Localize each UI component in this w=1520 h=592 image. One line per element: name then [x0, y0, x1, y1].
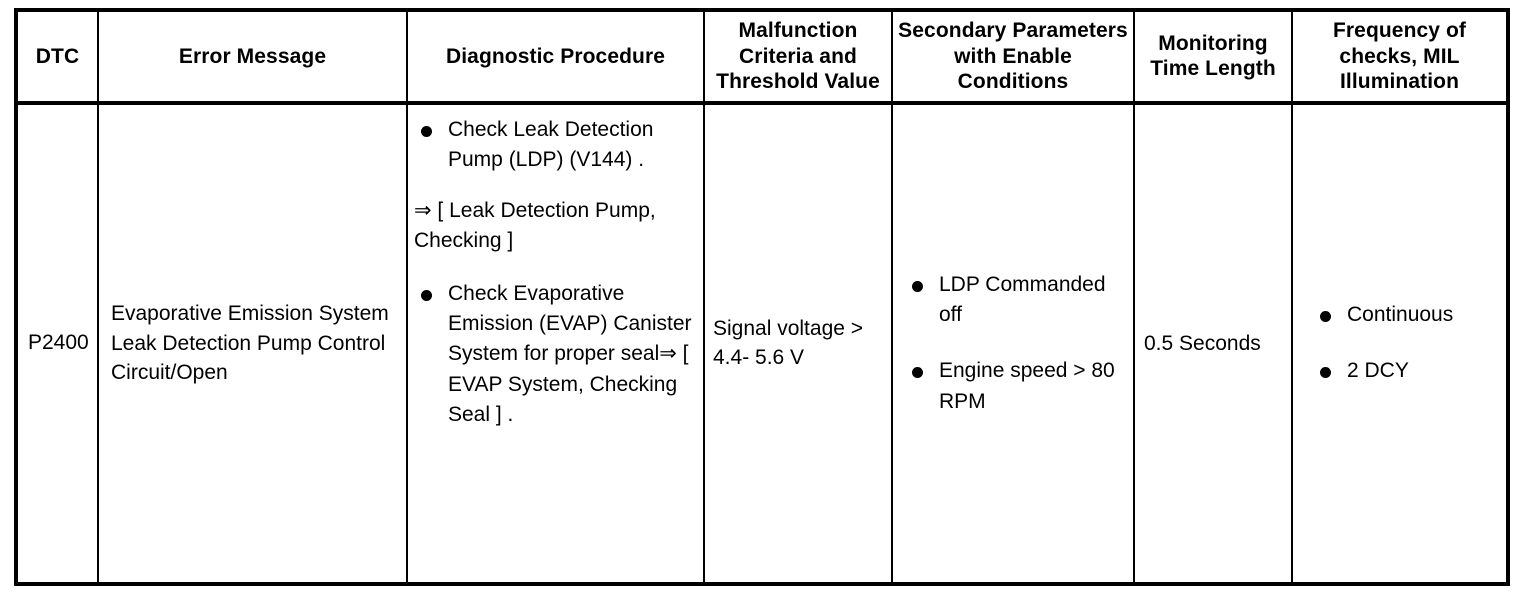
column-header-dtc: DTC	[15, 9, 99, 105]
list-item: Check Leak Detection Pump (LDP) (V144) .	[414, 115, 697, 176]
diagnostic-bullet-list-second: Check Evaporative Emission (EVAP) Canist…	[414, 279, 697, 431]
diagnostic-bullet-list-first: Check Leak Detection Pump (LDP) (V144) .	[414, 115, 697, 176]
list-item: 2 DCY	[1313, 356, 1500, 386]
column-header-diagnostic-procedure: Diagnostic Procedure	[406, 9, 705, 105]
secondary-parameters-list: LDP Commanded off Engine speed > 80 RPM	[905, 270, 1127, 418]
column-header-secondary-parameters: Secondary Parameters with Enable Conditi…	[891, 9, 1135, 105]
column-header-monitoring-time-length: Monitoring Time Length	[1133, 9, 1293, 105]
cell-diagnostic-procedure: Check Leak Detection Pump (LDP) (V144) .…	[406, 101, 705, 586]
frequency-of-checks-list: Continuous 2 DCY	[1313, 300, 1500, 387]
list-item: Check Evaporative Emission (EVAP) Canist…	[414, 279, 697, 431]
cell-malfunction-criteria: Signal voltage > 4.4- 5.6 V	[703, 101, 893, 586]
cell-frequency-of-checks: Continuous 2 DCY	[1291, 101, 1509, 586]
cell-dtc-code: P2400	[15, 101, 99, 586]
header-row: DTC Error Message Diagnostic Procedure M…	[15, 9, 1509, 105]
table-header: DTC Error Message Diagnostic Procedure M…	[15, 9, 1509, 105]
column-header-malfunction-criteria: Malfunction Criteria and Threshold Value	[703, 9, 893, 105]
cross-reference-link: ⇒ [ Leak Detection Pump, Checking ]	[414, 198, 656, 253]
cell-secondary-parameters: LDP Commanded off Engine speed > 80 RPM	[891, 101, 1135, 586]
cell-error-message: Evaporative Emission System Leak Detecti…	[97, 101, 408, 586]
column-header-frequency-of-checks: Frequency of checks, MIL Illumination	[1291, 9, 1509, 105]
table-body: P2400 Evaporative Emission System Leak D…	[15, 101, 1509, 586]
table-row: P2400 Evaporative Emission System Leak D…	[15, 101, 1509, 586]
cell-monitoring-time-length: 0.5 Seconds	[1133, 101, 1293, 586]
column-header-error-message: Error Message	[97, 9, 408, 105]
dtc-diagnostic-table: DTC Error Message Diagnostic Procedure M…	[14, 8, 1510, 586]
list-item: Engine speed > 80 RPM	[905, 356, 1127, 417]
list-item: LDP Commanded off	[905, 270, 1127, 331]
list-item: Continuous	[1313, 300, 1500, 330]
